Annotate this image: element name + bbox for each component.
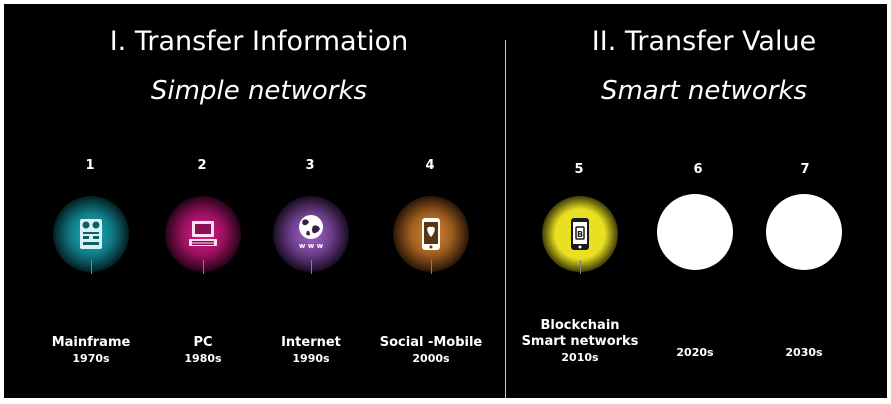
stage-5-label: Blockchain Smart networks 2010s bbox=[515, 318, 645, 366]
blockchain-phone-icon: B bbox=[571, 218, 589, 250]
stage-3-circle: w w w bbox=[273, 196, 349, 272]
stage-4-label: Social -Mobile 2000s bbox=[361, 335, 501, 367]
stage-6-number: 6 bbox=[693, 162, 703, 177]
stage-7-era: 2030s bbox=[785, 346, 823, 359]
stage-3-number: 3 bbox=[305, 158, 315, 173]
timeline-slide: I. Transfer Information Simple networks … bbox=[4, 4, 887, 398]
section-divider bbox=[505, 40, 506, 398]
stage-3-name: Internet bbox=[281, 335, 341, 350]
globe-www-icon: w w w bbox=[299, 215, 324, 250]
stage-4-number: 4 bbox=[425, 158, 435, 173]
stage-4-circle bbox=[393, 196, 469, 272]
stage-5-era: 2010s bbox=[561, 351, 599, 364]
stage-1-number: 1 bbox=[85, 158, 95, 173]
stage-4-era: 2000s bbox=[412, 352, 450, 365]
stage-1-label: Mainframe 1970s bbox=[31, 335, 151, 367]
left-section-title: I. Transfer Information bbox=[109, 26, 409, 57]
right-section-title: II. Transfer Value bbox=[591, 26, 817, 57]
stage-6-era: 2020s bbox=[676, 346, 714, 359]
stage-7-number: 7 bbox=[800, 162, 810, 177]
stage-1-era: 1970s bbox=[72, 352, 110, 365]
right-section-subtitle: Smart networks bbox=[600, 76, 808, 106]
stage-2-number: 2 bbox=[197, 158, 207, 173]
stage-1-name: Mainframe bbox=[51, 335, 131, 350]
stage-1-circle bbox=[53, 196, 129, 272]
svg-text:B: B bbox=[577, 230, 583, 239]
smartphone-icon bbox=[422, 218, 440, 250]
stage-5-number: 5 bbox=[574, 162, 584, 177]
stage-5-name-line2: Smart networks bbox=[521, 334, 639, 349]
stage-2-connector bbox=[203, 260, 204, 274]
mainframe-icon bbox=[80, 219, 102, 249]
stage-6-circle bbox=[657, 194, 733, 270]
stage-5-circle: B bbox=[542, 196, 618, 272]
stage-3-label: Internet 1990s bbox=[251, 335, 371, 367]
stage-1-connector bbox=[91, 260, 92, 274]
stage-4-connector bbox=[431, 260, 432, 274]
svg-text:w w w: w w w bbox=[299, 242, 324, 250]
stage-2-name: PC bbox=[193, 335, 213, 350]
stage-5-connector bbox=[580, 260, 581, 274]
stage-5-name-line1: Blockchain bbox=[540, 318, 620, 333]
stage-2-circle bbox=[165, 196, 241, 272]
stage-2-label: PC 1980s bbox=[143, 335, 263, 367]
stage-7-circle bbox=[766, 194, 842, 270]
left-section-subtitle: Simple networks bbox=[150, 76, 368, 106]
stage-3-era: 1990s bbox=[292, 352, 330, 365]
stage-4-name: Social -Mobile bbox=[379, 335, 483, 350]
stage-2-era: 1980s bbox=[184, 352, 222, 365]
stage-3-connector bbox=[311, 260, 312, 274]
computer-icon bbox=[189, 221, 217, 246]
